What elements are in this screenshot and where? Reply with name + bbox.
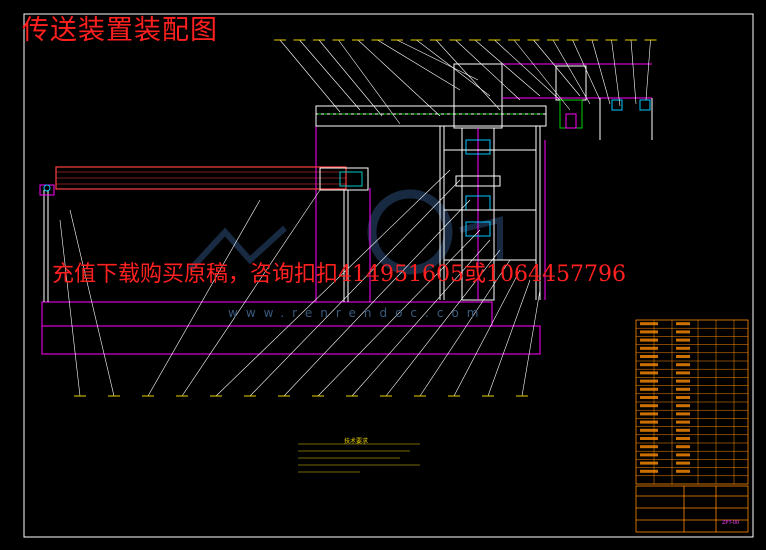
bom-cell-text — [676, 322, 690, 326]
part-balloons — [74, 39, 657, 397]
leader-line — [69, 209, 115, 397]
bom-cell-text — [676, 428, 690, 432]
drawing-title: 传送装置装配图 — [22, 15, 218, 46]
bom-cell-text — [676, 387, 690, 391]
bom-cell-text — [676, 363, 690, 367]
bom-cell-text — [640, 469, 658, 473]
bom-cell-text — [676, 355, 690, 358]
leader-line — [416, 39, 491, 97]
leader-line — [338, 39, 401, 125]
bom-cell-text — [676, 437, 690, 440]
bom-cell-text — [640, 330, 658, 334]
bom-cell-text — [676, 330, 690, 334]
bom-cell-text — [640, 379, 658, 383]
leader-line — [494, 39, 561, 101]
leader-line — [453, 269, 521, 397]
watermark-notice: 充值下载购买原稿，咨询扣扣414951605或1064457796 — [52, 262, 626, 287]
bom-cell-text — [640, 363, 658, 367]
bom-cell-text — [640, 461, 658, 465]
leader-line — [645, 39, 651, 101]
leader-line — [279, 39, 341, 113]
leader-line — [552, 39, 591, 105]
lift-column — [444, 63, 536, 301]
bom-cell-text — [640, 371, 658, 375]
bom-cell-text — [640, 437, 658, 440]
leader-line — [147, 199, 261, 397]
bom-cell-text — [676, 469, 690, 473]
bom-cell-text — [676, 379, 690, 383]
bom-cell-text — [640, 412, 658, 416]
bom-cell-text — [640, 338, 658, 342]
leader-line — [474, 39, 541, 97]
leader-lines — [59, 39, 651, 397]
technical-requirements-title: 技术要求 — [344, 438, 369, 445]
tech-notes-box — [298, 443, 420, 473]
leader-line — [357, 39, 441, 117]
watermark-url: www.renrendoc.com — [228, 306, 487, 320]
leader-line — [385, 249, 501, 397]
gripper-assembly — [502, 63, 653, 140]
leader-line — [249, 179, 461, 397]
bom-cell-text — [676, 453, 690, 457]
leader-line — [611, 39, 621, 107]
leader-line — [572, 39, 601, 101]
leader-line — [377, 39, 461, 91]
leader-line — [591, 39, 611, 105]
bom-cell-text — [640, 428, 658, 432]
bom-cell-text — [640, 420, 658, 424]
title-block — [635, 485, 749, 533]
bom-cell-text — [640, 445, 658, 449]
bom-cell-text — [676, 371, 690, 375]
leader-line — [283, 199, 471, 397]
leader-line — [215, 169, 451, 397]
bom-cell-text — [640, 346, 658, 350]
drawing-number: ZPT-00 — [722, 520, 740, 526]
left-stand — [39, 184, 349, 302]
leader-line — [181, 189, 321, 397]
leader-line — [351, 239, 491, 397]
bill-of-materials — [635, 319, 749, 485]
bom-cell-text — [676, 338, 690, 342]
bom-cell-text — [640, 355, 658, 358]
leader-line — [533, 39, 581, 97]
bom-cell-text — [676, 461, 690, 465]
bom-cell-text — [640, 396, 658, 399]
bom-cell-text — [640, 453, 658, 457]
leader-line — [435, 39, 501, 111]
bom-cell-text — [676, 420, 690, 424]
bom-cell-text — [640, 322, 658, 326]
leader-line — [513, 39, 571, 111]
leader-line — [455, 39, 521, 101]
bom-cell-text — [676, 346, 690, 350]
bom-cell-text — [640, 404, 658, 408]
leader-line — [299, 39, 361, 111]
leader-line — [396, 39, 479, 81]
leader-line — [487, 279, 531, 397]
base-outline — [41, 112, 546, 355]
leader-line — [419, 259, 511, 397]
leader-line — [59, 219, 81, 397]
bom-cell-text — [676, 404, 690, 408]
bom-cell-text — [676, 445, 690, 449]
leader-line — [521, 289, 541, 397]
gantry-beam — [315, 105, 547, 300]
leader-line — [318, 39, 383, 117]
bom-cell-text — [640, 387, 658, 391]
conveyor-cylinder — [55, 166, 369, 191]
leader-line — [317, 229, 481, 397]
leader-line — [630, 39, 637, 105]
drawing-border — [23, 13, 754, 538]
bom-cell-text — [676, 396, 690, 399]
watermark-logo — [187, 189, 503, 275]
bom-cell-text — [676, 412, 690, 416]
